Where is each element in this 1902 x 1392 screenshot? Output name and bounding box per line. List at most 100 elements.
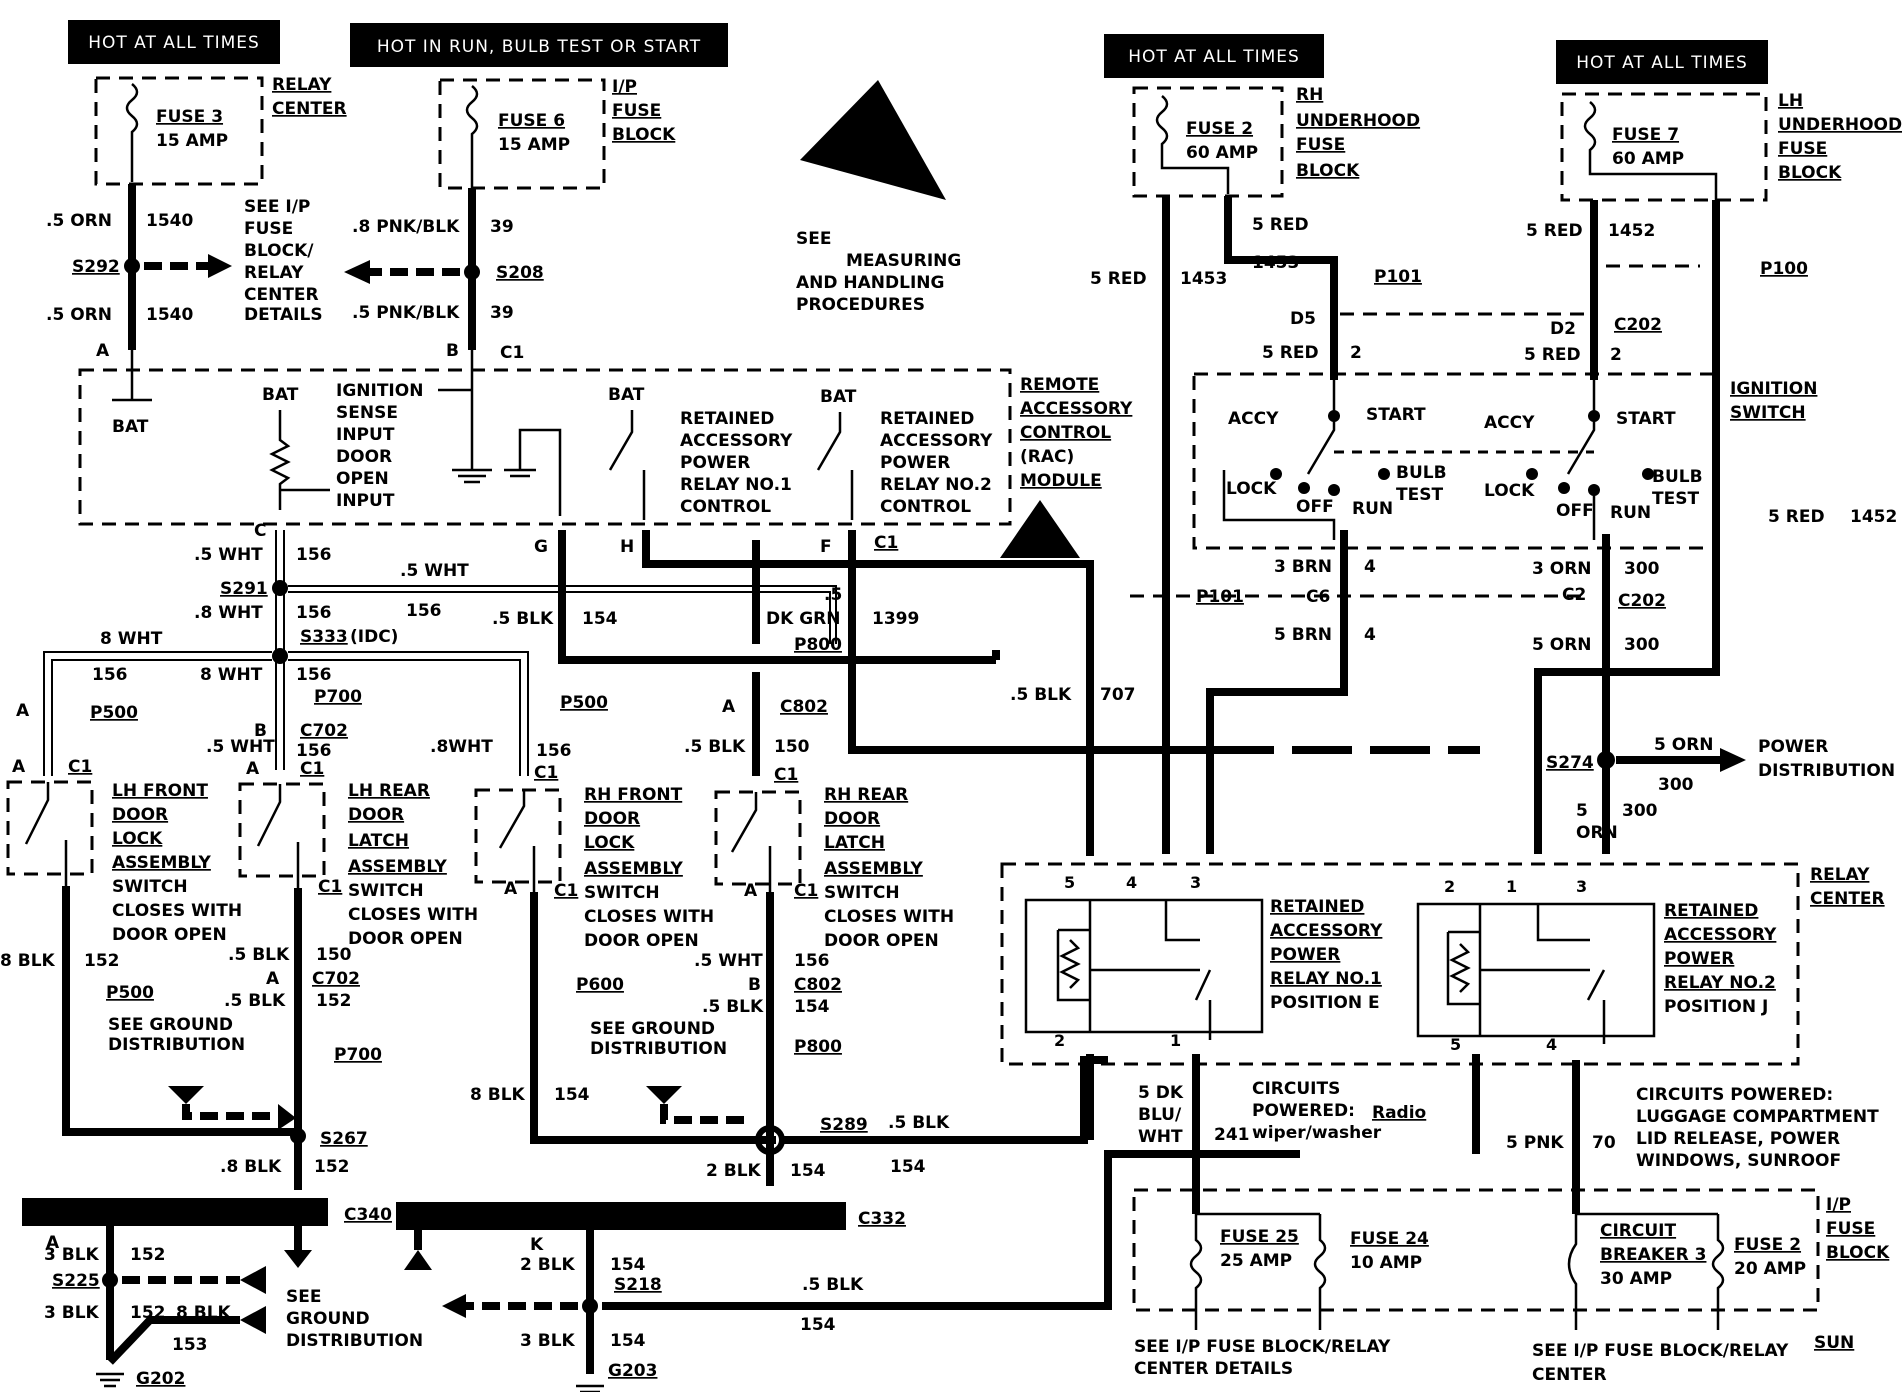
diagram-label: Radio <box>1372 1103 1426 1123</box>
diagram-label: S289 <box>820 1115 868 1135</box>
diagram-label: ASSEMBLY <box>348 857 448 877</box>
diagram-label: D5 <box>1290 309 1316 329</box>
diagram-label: A <box>744 881 758 901</box>
diagram-label: .5 WHT <box>194 545 263 565</box>
diagram-label: 3 BRN <box>1274 557 1332 577</box>
diagram-label: GROUND <box>286 1309 370 1329</box>
fuse2-60a-box <box>1132 86 1284 198</box>
diagram-label: OFF <box>1556 501 1594 521</box>
diagram-label: ACCESSORY <box>680 431 793 451</box>
diagram-label: 4 <box>1546 1035 1557 1054</box>
diagram-label: G <box>534 537 548 557</box>
diagram-label: A <box>16 701 30 721</box>
diagram-label: H <box>620 537 634 557</box>
diagram-label: P700 <box>334 1045 382 1065</box>
diagram-label: S333 <box>300 627 348 647</box>
diagram-label: 5 RED <box>1262 343 1319 363</box>
rac-module-box <box>78 368 1012 526</box>
diagram-label: B <box>446 341 459 361</box>
diagram-label: 154 <box>800 1315 836 1335</box>
s208-arrow-icon <box>344 260 370 284</box>
wire-156-rhr <box>288 585 837 644</box>
diagram-label: BULB <box>1396 463 1447 483</box>
diagram-label: C1 <box>774 765 798 785</box>
diagram-label: 5 RED <box>1090 269 1147 289</box>
diagram-label: ACCESSORY <box>1020 399 1133 419</box>
diagram-label: CONTROL <box>880 497 971 517</box>
diagram-label: FUSE 7 <box>1612 125 1679 145</box>
diagram-label: A <box>46 1233 60 1253</box>
ground-dashed-1 <box>182 1104 280 1120</box>
wire-1452-right <box>1534 200 1720 854</box>
rhf-door-label: RH FRONT DOOR LOCK ASSEMBLY SWITCH CLOSE… <box>584 785 714 951</box>
diagram-label: F <box>820 537 832 557</box>
wire-707-h <box>642 530 1094 856</box>
ignition-switch-box <box>1192 372 1720 550</box>
diagram-label: 39 <box>490 303 514 323</box>
diagram-label: 20 AMP <box>1734 1259 1806 1279</box>
diagram-label: 1540 <box>146 211 193 231</box>
diagram-label: FUSE <box>1296 135 1345 155</box>
diagram-label: 8 WHT <box>200 665 263 685</box>
diagram-label: SEE I/P FUSE BLOCK/RELAY <box>1134 1337 1391 1357</box>
fuse2-icon <box>1155 95 1230 194</box>
diagram-label: FUSE 2 <box>1734 1235 1801 1255</box>
diagram-label: IGNITION <box>1730 379 1817 399</box>
diagram-label: P500 <box>90 703 138 723</box>
diagram-label: HOT AT ALL TIMES <box>1128 47 1300 67</box>
diagram-label: P101 <box>1374 267 1422 287</box>
diagram-label: BLOCK <box>612 125 676 145</box>
diagram-label: 156 <box>296 603 332 623</box>
fuse3-box <box>94 76 264 186</box>
diagram-label: CENTER <box>272 99 347 119</box>
ground-g203-icon <box>576 1384 604 1392</box>
rac-ground-2 <box>504 428 562 516</box>
diagram-label: POWER <box>1664 949 1734 969</box>
diagram-label: BLOCK <box>1296 161 1360 181</box>
diagram-label: C332 <box>858 1209 906 1229</box>
diagram-label: S274 <box>1546 753 1594 773</box>
diagram-label: RETAINED <box>880 409 974 429</box>
relay-center-box <box>1000 862 1800 1066</box>
diagram-label: K <box>530 1235 544 1255</box>
diagram-label: B <box>254 721 267 741</box>
diagram-label: LID RELEASE, POWER <box>1636 1129 1840 1149</box>
splice-s225 <box>102 1272 118 1288</box>
diagram-label: FUSE 6 <box>498 111 565 131</box>
diagram-label: 1452 <box>1850 507 1897 527</box>
diagram-label: BULB <box>1652 467 1703 487</box>
fuse7-box <box>1560 92 1768 202</box>
header-hot-at-all-times-2: HOT AT ALL TIMES <box>1104 34 1324 78</box>
diagram-label: DOOR OPEN <box>348 929 463 949</box>
diagram-label: SWITCH <box>584 883 660 903</box>
diagram-label: 154 <box>582 609 618 629</box>
diagram-label: .8 WHT <box>194 603 263 623</box>
rhr-door-switch <box>714 790 802 892</box>
diagram-label: LOCK <box>112 829 163 849</box>
diagram-label: CIRCUIT <box>1600 1221 1676 1241</box>
diagram-label: G202 <box>136 1369 185 1389</box>
diagram-label: C6 <box>1306 587 1330 607</box>
rac-ign-resistor <box>269 410 330 510</box>
diagram-label: BLU/ <box>1138 1105 1182 1125</box>
diagram-label: 70 <box>1592 1133 1616 1153</box>
fuse6-icon <box>465 85 479 188</box>
diagram-label: I/P <box>1826 1195 1851 1215</box>
diagram-label: 241 <box>1214 1125 1250 1145</box>
diagram-label: RELAY <box>272 75 332 95</box>
diagram-label: 150 <box>774 737 810 757</box>
diagram-label: CENTER DETAILS <box>1134 1359 1293 1379</box>
diagram-label: WINDOWS, SUNROOF <box>1636 1151 1841 1171</box>
diagram-label: 5 RED <box>1526 221 1583 241</box>
diagram-label: .5 BLK <box>1010 685 1072 705</box>
diagram-label: RH <box>1296 85 1323 105</box>
diagram-label: BREAKER 3 <box>1600 1245 1706 1265</box>
diagram-label: .5 ORN <box>46 211 112 231</box>
diagram-label: A <box>266 969 280 989</box>
diagram-label: RUN <box>1352 499 1393 519</box>
rac-relay1-switch <box>608 410 646 520</box>
diagram-label: FUSE 3 <box>156 107 223 127</box>
rac-ign-ground <box>438 350 492 484</box>
diagram-label: D2 <box>1550 319 1576 339</box>
diagram-label: 156 <box>406 601 442 621</box>
